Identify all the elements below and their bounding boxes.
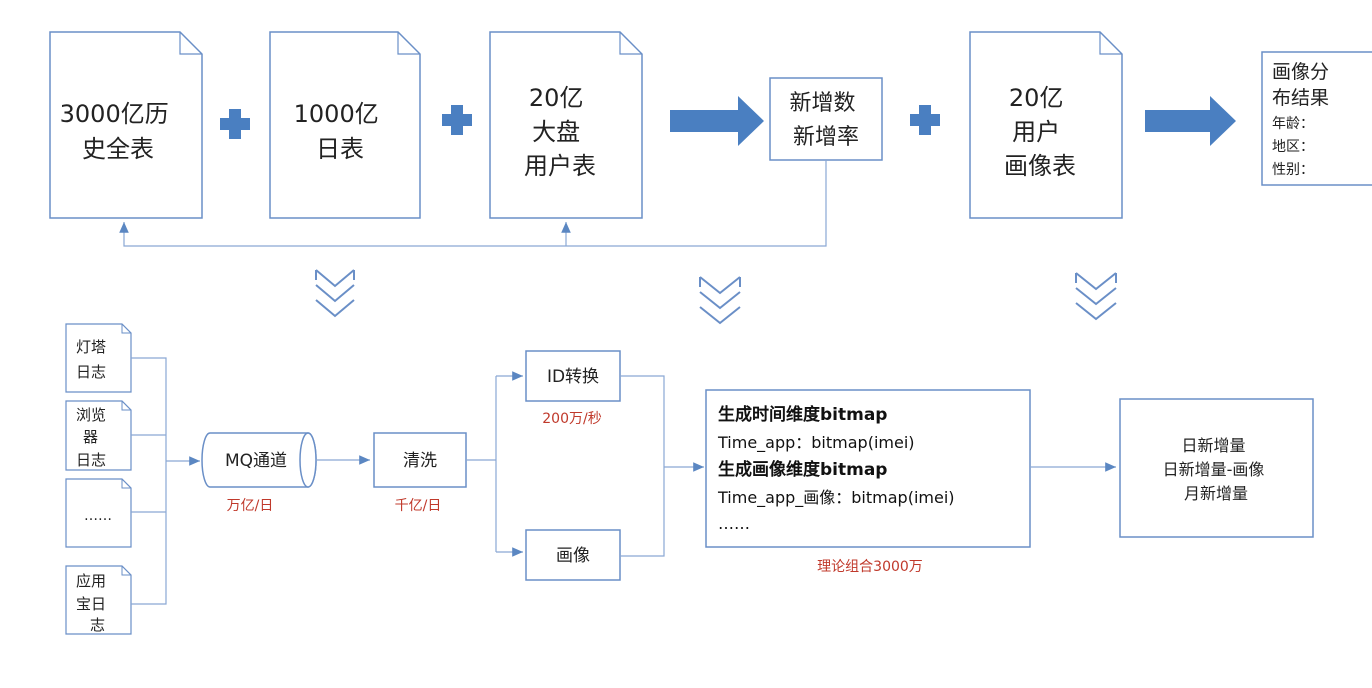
log-source-browser: 浏览 器 日志 <box>65 400 132 471</box>
output-line1: 日新增量 <box>1181 436 1245 455</box>
log1-line1: 灯塔 <box>76 338 106 356</box>
svg-text:灯塔 日志: 灯塔 日志 <box>76 338 111 381</box>
log-source-appstore: 应用 宝日 志 <box>65 565 132 635</box>
log4-line1: 应用 <box>76 572 106 590</box>
svg-text:日新增量 日新增量-画像 月新增量: 日新增量 日新增量-画像 月新增量 <box>1163 436 1270 503</box>
metric-line1: 新增数 <box>789 91 855 116</box>
result-title-line1: 画像分 <box>1272 61 1329 83</box>
user-table-line3: 用户表 <box>524 152 596 180</box>
portrait-box: 画像 <box>525 529 621 581</box>
id-convert-label: ID转换 <box>547 367 599 387</box>
clean-box: 清洗 <box>373 432 467 488</box>
portrait-table-line1: 20亿 <box>1009 84 1064 112</box>
chevron-down-icon <box>315 269 355 318</box>
mq-channel: MQ通道 <box>201 432 317 488</box>
portrait-label: 画像 <box>556 546 590 566</box>
log-source-more: …… <box>65 478 132 548</box>
daily-table-line1: 1000亿 <box>294 100 379 128</box>
svg-text:20亿 大盘 用户表: 20亿 大盘 用户表 <box>524 84 596 180</box>
history-table-line1: 3000亿历 <box>60 100 169 128</box>
plus-icon <box>442 105 472 135</box>
log-source-lighthouse: 灯塔 日志 <box>65 323 132 393</box>
portrait-table-line2: 用户 <box>1012 118 1060 146</box>
bitmap-caption: 理论组合3000万 <box>817 559 923 575</box>
svg-text:3000亿历 史全表: 3000亿历 史全表 <box>60 100 177 163</box>
svg-text:20亿 用户 画像表: 20亿 用户 画像表 <box>1004 84 1076 180</box>
result-title-line2: 布结果 <box>1272 87 1329 109</box>
user-table-line1: 20亿 <box>529 84 584 112</box>
portrait-table-doc: 20亿 用户 画像表 <box>969 31 1123 219</box>
join-connector <box>620 375 704 557</box>
flow-arrow-icon <box>1145 96 1236 146</box>
result-box: 画像分 布结果 年龄： 地区： 性别： <box>1261 51 1372 186</box>
id-convert-rate: 200万/秒 <box>542 411 601 427</box>
daily-table-line2: 日表 <box>316 135 364 163</box>
svg-text:画像分 布结果: 画像分 布结果 <box>1272 61 1335 109</box>
portrait-table-line3: 画像表 <box>1004 152 1076 180</box>
fork-connector <box>466 371 523 557</box>
log-bus-connector <box>131 357 200 605</box>
bitmap-line1: 生成时间维度bitmap <box>718 404 887 425</box>
output-line2: 日新增量-画像 <box>1163 460 1265 479</box>
log2-line2: 器 <box>83 428 98 446</box>
svg-text:应用 宝日 志: 应用 宝日 志 <box>76 572 111 634</box>
daily-table-doc: 1000亿 日表 <box>269 31 421 219</box>
log1-line2: 日志 <box>76 363 106 381</box>
log3-line1: …… <box>84 508 112 524</box>
metric-line2: 新增率 <box>793 125 859 150</box>
bitmap-line5: …… <box>718 514 750 533</box>
bitmap-line2: Time_app：bitmap(imei) <box>717 433 915 453</box>
bitmap-line3: 生成画像维度bitmap <box>718 459 887 480</box>
output-line3: 月新增量 <box>1184 484 1248 503</box>
user-table-doc: 20亿 大盘 用户表 <box>489 31 643 219</box>
log2-line1: 浏览 <box>76 406 106 424</box>
log2-line3: 日志 <box>76 451 106 469</box>
svg-text:新增数 新增率: 新增数 新增率 <box>789 91 862 150</box>
history-table-line2: 史全表 <box>82 135 154 163</box>
svg-text:1000亿 日表: 1000亿 日表 <box>294 100 387 163</box>
log4-line3: 志 <box>90 616 105 634</box>
id-convert-box: ID转换 <box>525 350 621 402</box>
mq-rate: 万亿/日 <box>227 498 274 514</box>
mq-label: MQ通道 <box>225 451 287 471</box>
result-field-gender: 性别： <box>1272 162 1314 178</box>
plus-icon <box>220 109 250 139</box>
clean-label: 清洗 <box>403 451 437 471</box>
chevron-down-icon <box>1075 272 1117 321</box>
output-box: 日新增量 日新增量-画像 月新增量 <box>1119 398 1314 538</box>
user-table-line2: 大盘 <box>532 118 580 146</box>
feedback-connector <box>119 160 827 247</box>
bitmap-box: 生成时间维度bitmap Time_app：bitmap(imei) 生成画像维… <box>705 389 1031 548</box>
plus-icon <box>910 105 940 135</box>
history-table-doc: 3000亿历 史全表 <box>49 31 203 219</box>
clean-rate: 千亿/日 <box>395 498 442 514</box>
chevron-down-icon <box>699 276 741 325</box>
svg-text:浏览 器 日志: 浏览 器 日志 <box>76 406 111 469</box>
result-field-age: 年龄： <box>1272 116 1314 132</box>
result-field-region: 地区： <box>1272 139 1314 155</box>
flow-arrow-icon <box>670 96 764 146</box>
bitmap-line4: Time_app_画像：bitmap(imei) <box>717 488 955 508</box>
metric-box: 新增数 新增率 <box>769 77 883 161</box>
svg-text:年龄： 地区： 性别：: 年龄： 地区： 性别： <box>1272 116 1318 178</box>
log4-line2: 宝日 <box>76 595 106 613</box>
